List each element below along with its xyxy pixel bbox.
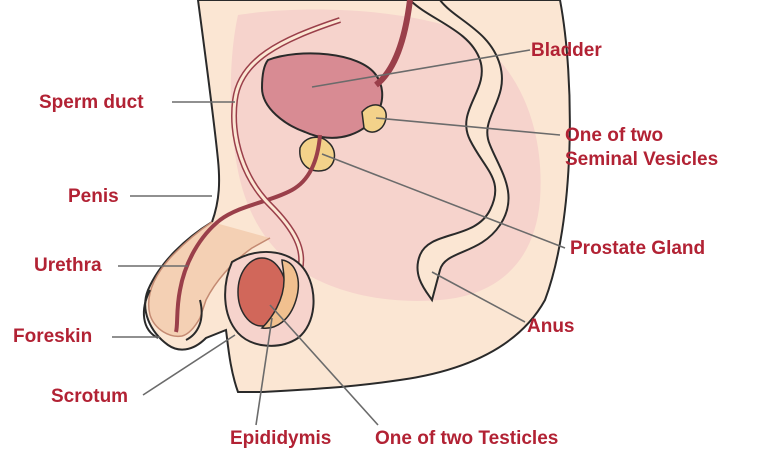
label-prostate-gland: Prostate Gland	[570, 238, 705, 260]
label-testicles: One of two Testicles	[375, 428, 558, 450]
label-seminal-vesicles-line1: One of two	[565, 124, 718, 148]
label-penis: Penis	[68, 186, 119, 208]
label-scrotum: Scrotum	[51, 386, 128, 408]
label-foreskin: Foreskin	[13, 326, 92, 348]
label-sperm-duct: Sperm duct	[39, 92, 144, 114]
label-urethra: Urethra	[34, 255, 102, 277]
label-epididymis: Epididymis	[230, 428, 331, 450]
label-seminal-vesicles-line2: Seminal Vesicles	[565, 148, 718, 172]
label-bladder: Bladder	[531, 40, 602, 62]
label-seminal-vesicles: One of two Seminal Vesicles	[565, 124, 718, 172]
label-anus: Anus	[527, 316, 575, 338]
